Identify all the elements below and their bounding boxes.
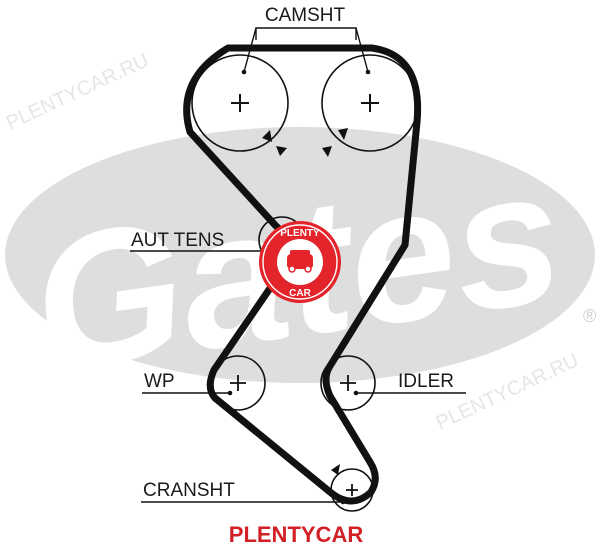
idler-label: IDLER xyxy=(398,371,454,392)
seal-top-text: PLENTY xyxy=(280,228,320,239)
camshaft-label-dot xyxy=(241,69,247,75)
timing-mark-arrow xyxy=(322,146,332,157)
crankshaft-pulley xyxy=(330,464,374,512)
crankshaft-label: CRANSHT xyxy=(143,480,235,501)
camshaft-pulley-left xyxy=(191,54,289,156)
idler-label-dot xyxy=(353,390,359,396)
idler-pulley xyxy=(320,355,376,411)
water-pump-pulley xyxy=(210,355,266,411)
seal-bottom-text: CAR xyxy=(289,288,311,299)
watermark-registered-mark: ® xyxy=(583,306,596,326)
watermark-repeat-text: PLENTYCAR.RU xyxy=(3,49,152,134)
timing-mark-arrow xyxy=(276,146,287,156)
water-pump-label-dot xyxy=(227,390,233,396)
camshaft-label-leader xyxy=(243,27,369,73)
camshaft-label: CAMSHT xyxy=(265,5,346,26)
timing-mark-arrow xyxy=(331,464,340,475)
water-pump-label: WP xyxy=(144,371,175,392)
timing-mark-arrow xyxy=(338,128,348,140)
footer-brand-label: PLENTYCAR xyxy=(229,522,364,547)
auto-tensioner-label: AUT TENS xyxy=(131,230,224,251)
plentycar-seal-logo: PLENTY CAR xyxy=(259,221,341,303)
camshaft-pulley-right xyxy=(321,54,419,157)
camshaft-label-dot xyxy=(365,69,371,75)
timing-mark-arrow xyxy=(262,130,272,142)
crankshaft-label-dot xyxy=(340,499,346,505)
timing-belt xyxy=(183,44,422,505)
